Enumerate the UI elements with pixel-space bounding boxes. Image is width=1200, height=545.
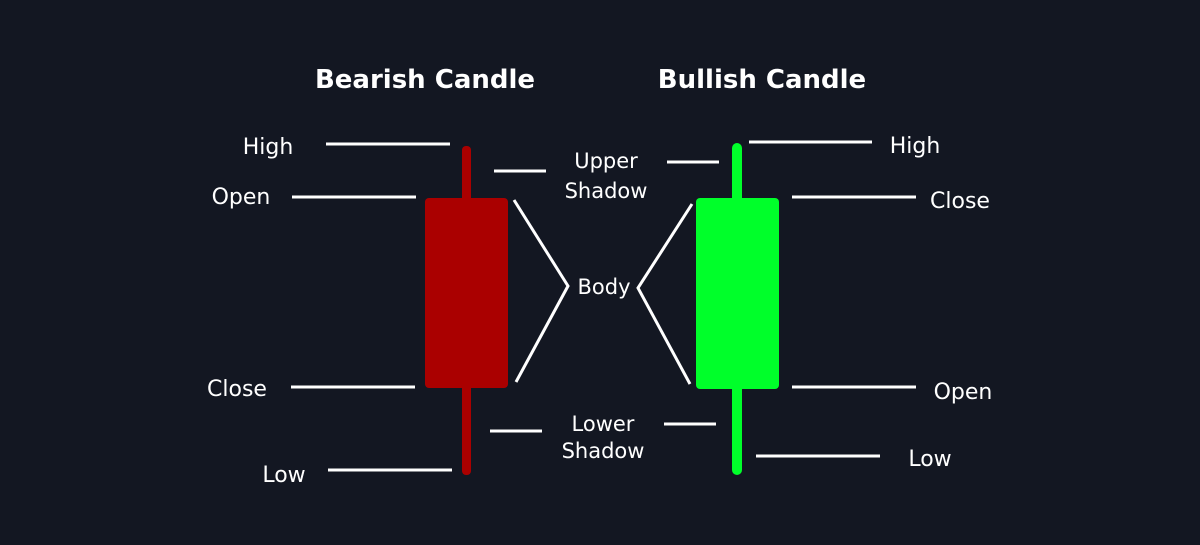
bearish-open-label: Open [212, 185, 271, 210]
upper-shadow-label-line2: Shadow [565, 179, 648, 203]
bearish-candle [425, 146, 508, 475]
bullish-open-label: Open [934, 380, 993, 405]
bullish-title: Bullish Candle [658, 65, 866, 95]
lower-shadow-label-line2: Shadow [562, 439, 645, 463]
bullish-close-label: Close [930, 189, 990, 214]
bullish-candle [696, 143, 779, 475]
body-bracket-left [512, 199, 570, 383]
upper-shadow-label-line1: Upper [574, 149, 638, 173]
body-bracket-right [636, 203, 694, 385]
bullish-high-label: High [890, 134, 941, 159]
bearish-close-label: Close [207, 377, 267, 402]
bearish-title: Bearish Candle [315, 65, 535, 95]
bearish-body [425, 198, 508, 388]
bearish-high-label: High [243, 135, 294, 160]
lower-shadow-label-line1: Lower [572, 412, 635, 436]
body-label: Body [577, 275, 630, 299]
bullish-body [696, 198, 779, 389]
bearish-low-label: Low [262, 463, 305, 488]
bullish-low-label: Low [908, 447, 951, 472]
